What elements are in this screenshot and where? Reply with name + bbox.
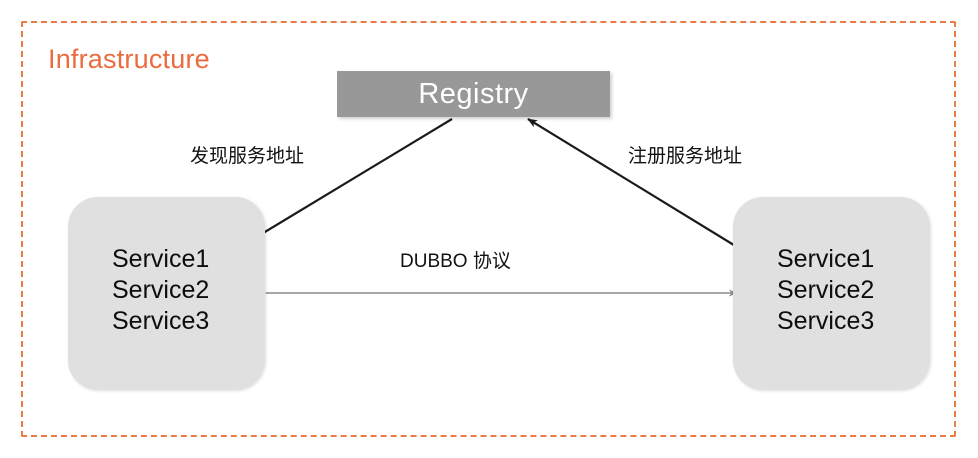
registry-label: Registry — [418, 77, 529, 110]
edge-label-protocol: DUBBO 协议 — [400, 251, 511, 272]
provider-service-list: Service1 Service2 Service3 — [777, 245, 875, 335]
consumer-host-box[interactable] — [68, 197, 265, 390]
edge-label-register: 注册服务地址 — [628, 146, 743, 167]
infrastructure-title: Infrastructure — [48, 44, 210, 74]
edge-label-discover: 发现服务地址 — [190, 146, 305, 167]
infrastructure-boundary — [21, 21, 956, 437]
provider-host-box[interactable] — [733, 197, 930, 390]
consumer-service-list: Service1 Service2 Service3 — [112, 245, 210, 335]
registry-node[interactable]: Registry — [337, 71, 610, 117]
